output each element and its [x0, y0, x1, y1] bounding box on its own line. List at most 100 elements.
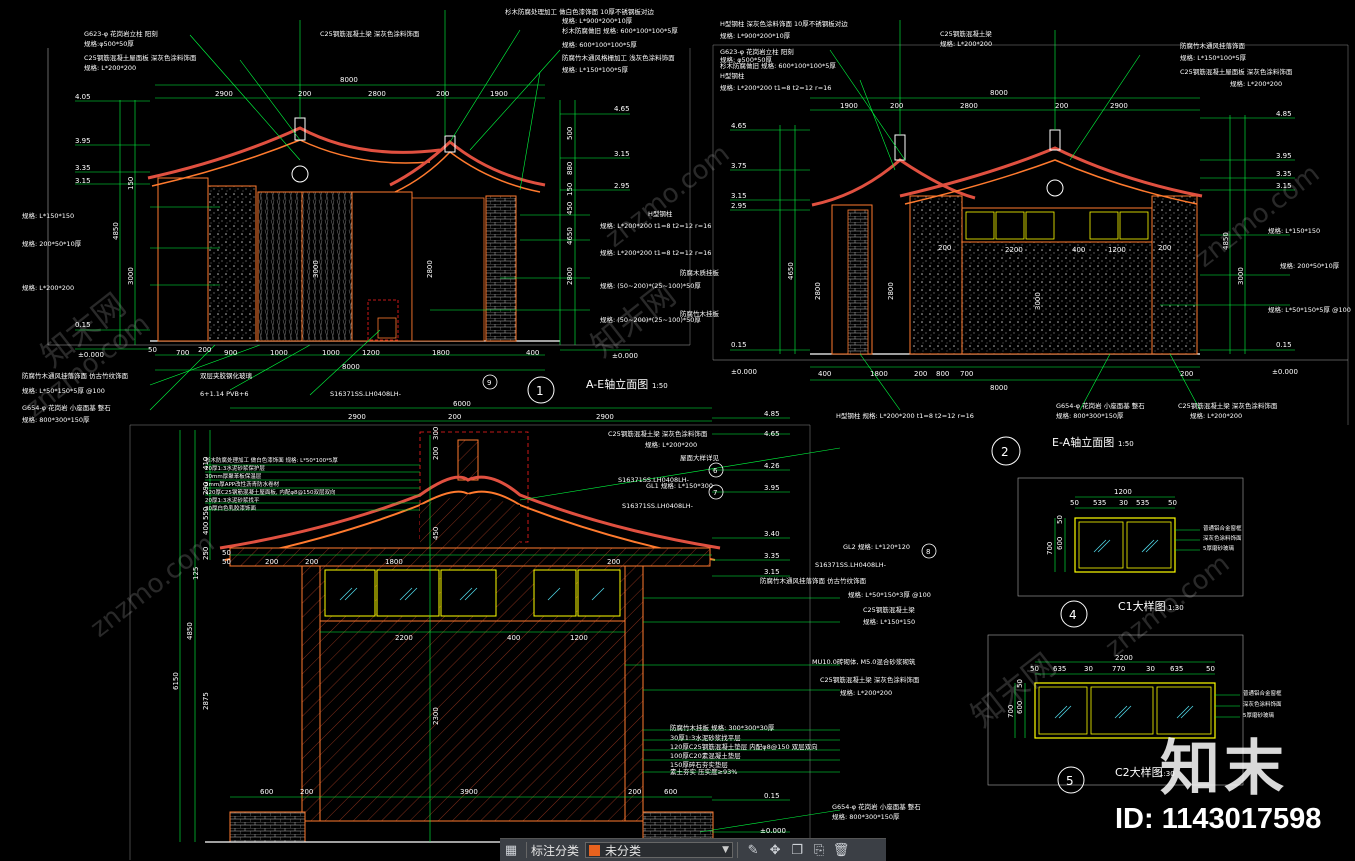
ae-dim-side: 500	[566, 127, 574, 140]
section-dim-mid: 200	[265, 558, 278, 566]
ea-dim-side: 2800	[814, 282, 822, 300]
c1-view-number: 4	[1069, 608, 1077, 622]
section-level: 3.35	[764, 552, 780, 560]
section-dim-mid: 1800	[385, 558, 403, 566]
category-select[interactable]: 未分类 ▼	[585, 842, 734, 858]
ae-dim-bottom: 700	[176, 349, 189, 357]
c2-dim: 30	[1146, 665, 1155, 673]
section-callout-a: 6	[713, 467, 718, 475]
ae-dim-side: 4650	[566, 227, 574, 245]
roof-layer-note: 30mm厚聚苯板保温层	[205, 472, 262, 480]
ea-dim-top: 8000	[990, 89, 1008, 97]
copy-icon[interactable]: ❐	[791, 842, 803, 858]
ae-view-scale: 1:50	[652, 382, 668, 390]
section-annotation: 规格: L*200*200	[840, 688, 892, 697]
window-note-c2: 5厚磨砂玻璃	[1243, 711, 1274, 719]
ea-dim-top: 200	[1055, 102, 1068, 110]
section-annotation: S16371SS.LH0408LH-	[815, 561, 887, 569]
ea-view-title: E-A轴立面图	[1052, 435, 1114, 449]
ea-level: ±0.000	[731, 368, 757, 376]
section-dim-mid: 1200	[570, 634, 588, 642]
ea-level: 4.85	[1276, 110, 1292, 118]
section-dim-bottom: 600	[260, 788, 273, 796]
ae-dim-top: 2800	[368, 90, 386, 98]
ea-annotation: G623-φ 花岗岩立柱 阳刻	[720, 47, 794, 56]
ae-dim-bottom: 900	[224, 349, 237, 357]
section-level: 4.65	[764, 430, 780, 438]
ea-annotation: 规格: L*200*200	[940, 39, 992, 48]
c1-dim: 1200	[1114, 488, 1132, 496]
c1-view-scale: 1:30	[1168, 604, 1184, 612]
section-annotation: 100厚C20素混凝土垫层	[670, 751, 741, 760]
section-annotation: 素土夯实 压实度≥93%	[670, 767, 737, 776]
ae-annotation: 规格: L*200*200 t1=8 t2=12 r=16	[600, 221, 711, 230]
ae-dim-side: 150	[127, 177, 135, 190]
ea-annotation: 防腐竹木通风挂落饰面	[1180, 41, 1246, 50]
section-annotation: 规格: 800*300*150厚	[832, 812, 900, 821]
ea-dim-bottom: 800	[936, 370, 949, 378]
ea-dim-side: 3000	[1237, 267, 1245, 285]
ea-dim-top: 200	[890, 102, 903, 110]
layers-icon[interactable]: ▦	[504, 842, 518, 858]
section-annotation: 120厚C25钢筋混凝土垫层 内配φ8@150 双层双向	[670, 742, 818, 751]
section-dim-side: 450	[432, 527, 440, 540]
section-level: 3.15	[764, 568, 780, 576]
ae-dim-top: 1900	[490, 90, 508, 98]
ea-dim-bottom: 200	[914, 370, 927, 378]
ae-dim-top: 200	[298, 90, 311, 98]
c2-dim: 50	[1206, 665, 1215, 673]
c1-dim: 600	[1056, 537, 1064, 550]
ea-dim-side: 2800	[887, 282, 895, 300]
section-annotation: S16371SS.LH0408LH-	[618, 476, 690, 484]
annotation-category-toolbar: ▦ 标注分类 未分类 ▼ ✎ ✥ ❐ ⎘ 🗑	[500, 838, 886, 861]
ae-annotation: 规格: 200*50*10厚	[22, 239, 82, 248]
ae-annotation: 规格: L*200*200	[22, 283, 74, 292]
roof-layer-note: 20厚1:3水泥砂浆找平	[205, 496, 260, 504]
roof-layer-note: 杉木防腐处理加工 做白色漆饰面 规格: L*50*100*5厚	[205, 456, 338, 464]
ea-level: 3.95	[1276, 152, 1292, 160]
c1-dim: 50	[1168, 499, 1177, 507]
window-note-c1: 深灰色涂料饰面	[1203, 534, 1242, 542]
delete-icon[interactable]: 🗑	[832, 842, 850, 858]
ae-dim-bottom: 200	[198, 346, 211, 354]
ea-annotation: 规格: L*50*150*5厚 @100	[1268, 305, 1351, 314]
ea-elevation: 2 E-A轴立面图 1:50	[712, 20, 1349, 466]
ea-dim-mid: 200	[1158, 244, 1171, 252]
ae-annotation: G654-φ 花岗岩 小座面基 整石	[22, 403, 111, 412]
roof-layer-note: 5mm厚APP改性沥青防水卷材	[205, 480, 280, 488]
annotation-category-label: 标注分类	[531, 843, 580, 858]
ea-annotation: C25钢筋混凝土梁	[940, 29, 992, 38]
ae-annotation: 防腐竹木通风格栅加工 浅灰色涂料饰面	[562, 53, 675, 62]
move-icon[interactable]: ✥	[769, 842, 781, 858]
ea-level: 0.15	[1276, 341, 1292, 349]
ae-level: 0.15	[75, 321, 91, 329]
ae-callout-number: 9	[487, 379, 491, 387]
paste-icon[interactable]: ⎘	[813, 842, 825, 858]
c1-dim: 30	[1119, 499, 1128, 507]
section-annotation: C25钢筋混凝土梁 深灰色涂料饰面	[608, 429, 708, 438]
section-dim-mid: 400	[507, 634, 520, 642]
ae-elevation: 1 A-E轴立面图 1:50 9	[47, 10, 691, 411]
c2-view-scale: 1:30	[1159, 770, 1175, 778]
ea-view-scale: 1:50	[1118, 440, 1134, 448]
ae-annotation: 双层夹胶钢化玻璃	[200, 371, 253, 380]
section-annotation: MU10.0砖砌体, M5.0混合砂浆砌筑	[812, 657, 916, 666]
ae-annotation: H型钢柱	[648, 209, 673, 218]
c2-dim: 2200	[1115, 654, 1133, 662]
c2-dim: 635	[1170, 665, 1183, 673]
c2-dim: 635	[1053, 665, 1066, 673]
ae-dim-top: 2900	[215, 90, 233, 98]
ea-dim-mid: 200	[938, 244, 951, 252]
section-annotation: C25钢筋混凝土梁 深灰色涂料饰面	[820, 675, 920, 684]
ae-level: 3.15	[614, 150, 630, 158]
edit-icon[interactable]: ✎	[747, 842, 759, 858]
section-dim-side: 410	[202, 457, 210, 470]
section-annotation: GL2 规格: L*120*120	[843, 542, 910, 551]
window-note-c2: 深灰色涂料饰面	[1243, 700, 1282, 708]
ae-annotation: 规格: 600*100*100*5厚	[562, 40, 637, 49]
ae-level: 3.15	[75, 177, 91, 185]
roof-layer-note: 20厚1:3水泥砂浆保护层	[205, 464, 265, 472]
ae-dim-side: 4850	[112, 222, 120, 240]
